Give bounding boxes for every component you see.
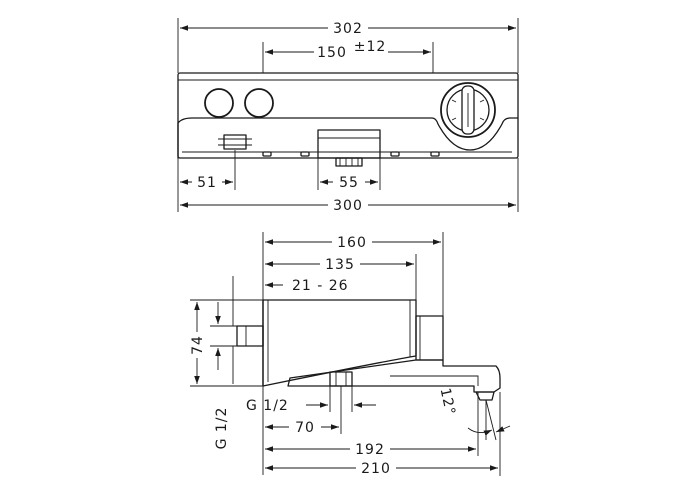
dim-192: 192 [265, 392, 479, 458]
dim-51-label: 51 [197, 175, 217, 191]
dim-135-label: 135 [325, 257, 355, 273]
dim-74: 74 [188, 299, 263, 387]
dim-g-vertical: G 1/2 [210, 276, 237, 449]
dim-g-horizontal: G 1/2 [246, 386, 376, 414]
mount-hole [300, 151, 310, 157]
dim-21-26-label: 21 - 26 [292, 278, 349, 294]
dim-160-label: 160 [337, 235, 367, 251]
dim-150-label: 150 [317, 45, 347, 61]
dim-55-label: 55 [339, 175, 359, 191]
thermostat-knob [440, 82, 496, 138]
inlet-connector [236, 325, 264, 347]
dim-192-label: 192 [355, 442, 385, 458]
dim-300: 300 [177, 158, 519, 214]
front-view: 302 150 ±12 51 55 [177, 18, 519, 214]
diverter-fitting [218, 134, 252, 150]
dim-51: 51 [177, 150, 236, 191]
dim-300-label: 300 [333, 198, 363, 214]
button-left [204, 88, 234, 118]
dim-160: 160 [262, 232, 444, 316]
side-view: 160 135 21 - 26 74 [188, 232, 511, 477]
dim-210-label: 210 [361, 461, 391, 477]
button-right [244, 88, 274, 118]
dim-angle-label: 12° [437, 387, 458, 418]
dim-70: 70 [262, 386, 342, 475]
dim-g-vertical-label: G 1/2 [214, 407, 230, 450]
dim-angle: 12° [437, 387, 511, 441]
dim-135: 135 [265, 254, 417, 300]
spout-tip [475, 391, 495, 401]
mount-hole [430, 151, 440, 157]
dim-74-label: 74 [190, 335, 206, 355]
mount-hole [262, 151, 272, 157]
spout-body [287, 359, 501, 393]
dim-302-label: 302 [333, 21, 363, 37]
side-body-outline [262, 299, 417, 387]
spout-inner [390, 375, 479, 386]
dim-55: 55 [317, 158, 381, 191]
mount-hole [390, 151, 400, 157]
dim-g-horizontal-label: G 1/2 [246, 398, 289, 414]
spout-outlet [317, 129, 381, 167]
dim-210: 210 [265, 392, 501, 477]
dim-150-tolerance: ±12 [354, 39, 387, 55]
spout-connector [329, 371, 353, 387]
front-lower-ridge [177, 117, 519, 159]
dim-150: 150 ±12 [262, 38, 434, 73]
dim-21-26: 21 - 26 [265, 278, 349, 294]
dim-70-label: 70 [295, 420, 315, 436]
dim-302: 302 [177, 18, 519, 73]
